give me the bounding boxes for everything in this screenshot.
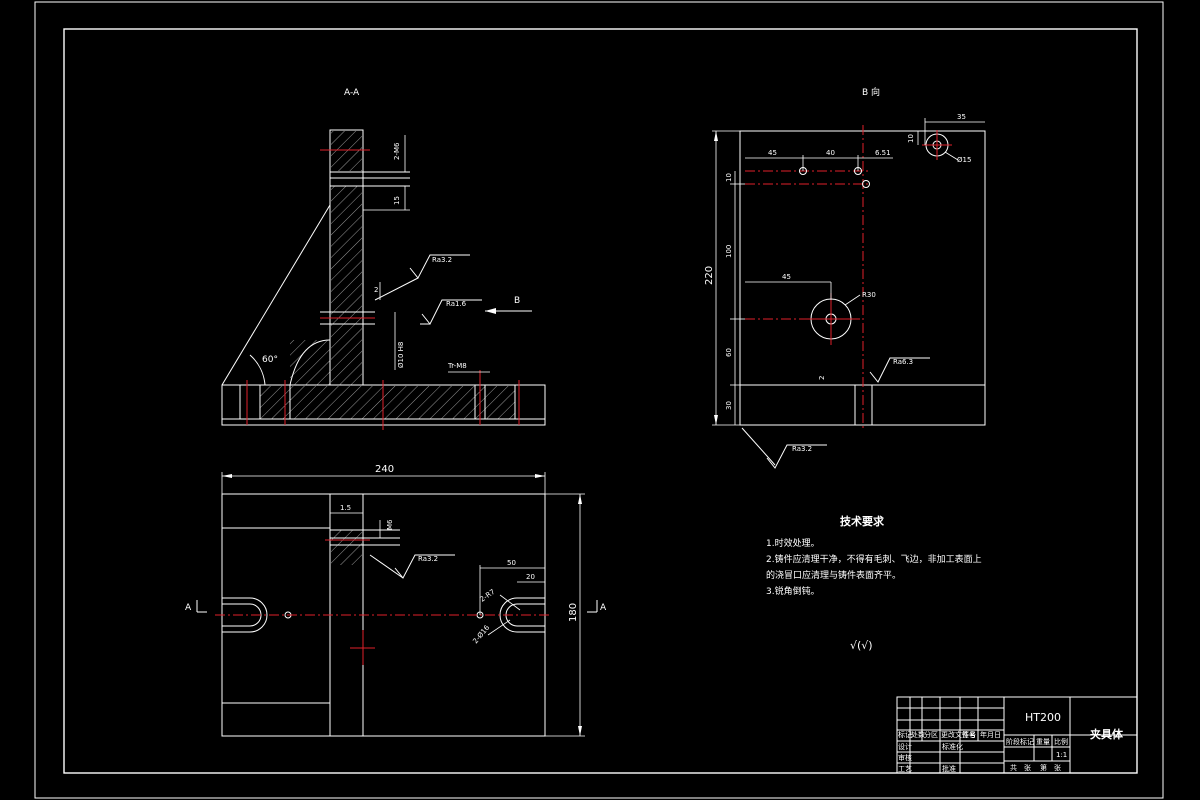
svg-text:Ra3.2: Ra3.2 — [792, 445, 812, 453]
svg-text:45: 45 — [782, 273, 791, 281]
tb-process: 工艺 — [898, 765, 912, 773]
svg-text:张: 张 — [1024, 763, 1031, 772]
svg-text:35: 35 — [957, 113, 966, 121]
svg-text:Ra1.6: Ra1.6 — [446, 300, 467, 308]
svg-text:40: 40 — [826, 149, 835, 157]
title-block: 标记 处数 分区 更改文件号 签名 年月日 设计 标准化 审核 工艺 批准 阶段… — [896, 696, 1138, 774]
tb-mark: 标记 — [898, 730, 912, 739]
svg-text:2: 2 — [374, 286, 378, 294]
dim-width-240: 240 — [375, 464, 394, 475]
svg-text:50: 50 — [507, 559, 516, 567]
svg-text:第: 第 — [1040, 763, 1047, 772]
svg-text:张: 张 — [1054, 763, 1061, 772]
svg-text:1.5: 1.5 — [340, 504, 351, 512]
svg-text:A: A — [185, 603, 192, 613]
svg-text:年月日: 年月日 — [980, 730, 1001, 739]
svg-text:Ra3.2: Ra3.2 — [432, 256, 452, 264]
svg-text:处数: 处数 — [911, 730, 925, 739]
svg-text:45: 45 — [768, 149, 777, 157]
b-small-hole-3 — [862, 180, 870, 188]
svg-text:A: A — [600, 603, 607, 613]
left-u-slot — [222, 597, 268, 633]
svg-text:Ra3.2: Ra3.2 — [418, 555, 438, 563]
tech-req-item-2a: 2.铸件应清理干净，不得有毛刺、飞边，非加工表面上 — [766, 553, 982, 565]
svg-text:比例: 比例 — [1054, 737, 1068, 746]
svg-text:更改文件号: 更改文件号 — [941, 730, 976, 739]
tech-req-item-1: 1.时效处理。 — [766, 537, 820, 549]
svg-text:2-R7: 2-R7 — [479, 588, 497, 604]
section-view-a-a: A-A 60° 2-M6 — [221, 88, 546, 430]
svg-text:批准: 批准 — [942, 764, 956, 773]
general-surface-finish: √(√) — [850, 639, 873, 652]
svg-text:60: 60 — [725, 348, 733, 357]
plan-view: A A 240 180 1.5 M6 Ra3.2 — [185, 464, 607, 737]
svg-text:2: 2 — [818, 376, 826, 380]
b-view-label: B 向 — [862, 86, 880, 98]
surface-finish-ra32-b: Ra3.2 — [369, 554, 455, 579]
svg-text:Ra6.3: Ra6.3 — [893, 358, 913, 366]
section-base-hatch — [260, 386, 515, 419]
tb-material: HT200 — [1025, 711, 1061, 724]
svg-text:100: 100 — [725, 245, 733, 258]
surface-finish-ra16: Ra1.6 — [420, 299, 482, 325]
tb-part-name: 夹具体 — [1090, 727, 1124, 741]
technical-requirements: 技术要求 1.时效处理。 2.铸件应清理干净，不得有毛刺、飞边，非加工表面上 的… — [766, 514, 982, 652]
svg-text:Ø10 H8: Ø10 H8 — [397, 342, 405, 368]
cut-mark-left: A — [185, 600, 207, 613]
dim-height-220: 220 — [704, 266, 715, 285]
svg-text:6.51: 6.51 — [875, 149, 891, 157]
tech-req-heading: 技术要求 — [840, 514, 885, 528]
surface-finish-ra63: Ra6.3 — [869, 357, 930, 383]
svg-text:10: 10 — [907, 134, 915, 143]
section-view-label: A-A — [344, 88, 360, 98]
svg-text:R30: R30 — [862, 291, 876, 299]
tb-review: 审核 — [898, 753, 912, 762]
svg-text:Ø15: Ø15 — [957, 156, 971, 164]
svg-text:重量: 重量 — [1036, 738, 1050, 746]
svg-text:M6: M6 — [386, 519, 394, 530]
dim-height-180: 180 — [568, 603, 579, 622]
svg-text:分区: 分区 — [924, 730, 938, 739]
tech-req-item-2b: 的浇冒口应清理与铸件表面齐平。 — [766, 569, 901, 581]
surface-finish-ra32-c: Ra3.2 — [741, 427, 827, 469]
svg-text:共: 共 — [1010, 763, 1017, 772]
section-column-hatch — [331, 186, 362, 385]
thread-label: Tr-M8 — [447, 362, 467, 370]
svg-text:15: 15 — [393, 196, 401, 205]
inner-frame-border — [63, 28, 1138, 774]
svg-text:标准化: 标准化 — [942, 742, 963, 751]
rib-angle-label: 60° — [262, 355, 278, 365]
svg-text:10: 10 — [725, 173, 733, 182]
svg-text:签名: 签名 — [962, 730, 976, 739]
svg-text:20: 20 — [526, 573, 535, 581]
outer-sheet-border — [34, 1, 1164, 799]
svg-text:阶段标记: 阶段标记 — [1006, 737, 1034, 746]
b-direction-view: B 向 220 10 100 60 30 — [704, 86, 986, 469]
svg-text:B: B — [514, 296, 520, 306]
svg-text:30: 30 — [725, 401, 733, 410]
tech-req-item-3: 3.锐角倒钝。 — [766, 585, 820, 597]
tb-scale: 1:1 — [1056, 751, 1067, 759]
cut-mark-right: A — [587, 600, 607, 613]
tb-design: 设计 — [898, 742, 912, 751]
view-direction-arrow-b: B — [485, 296, 532, 314]
surface-finish-ra32-a: Ra3.2 — [374, 254, 470, 301]
rib-hypotenuse — [221, 204, 331, 386]
svg-text:2-M6: 2-M6 — [393, 142, 401, 160]
